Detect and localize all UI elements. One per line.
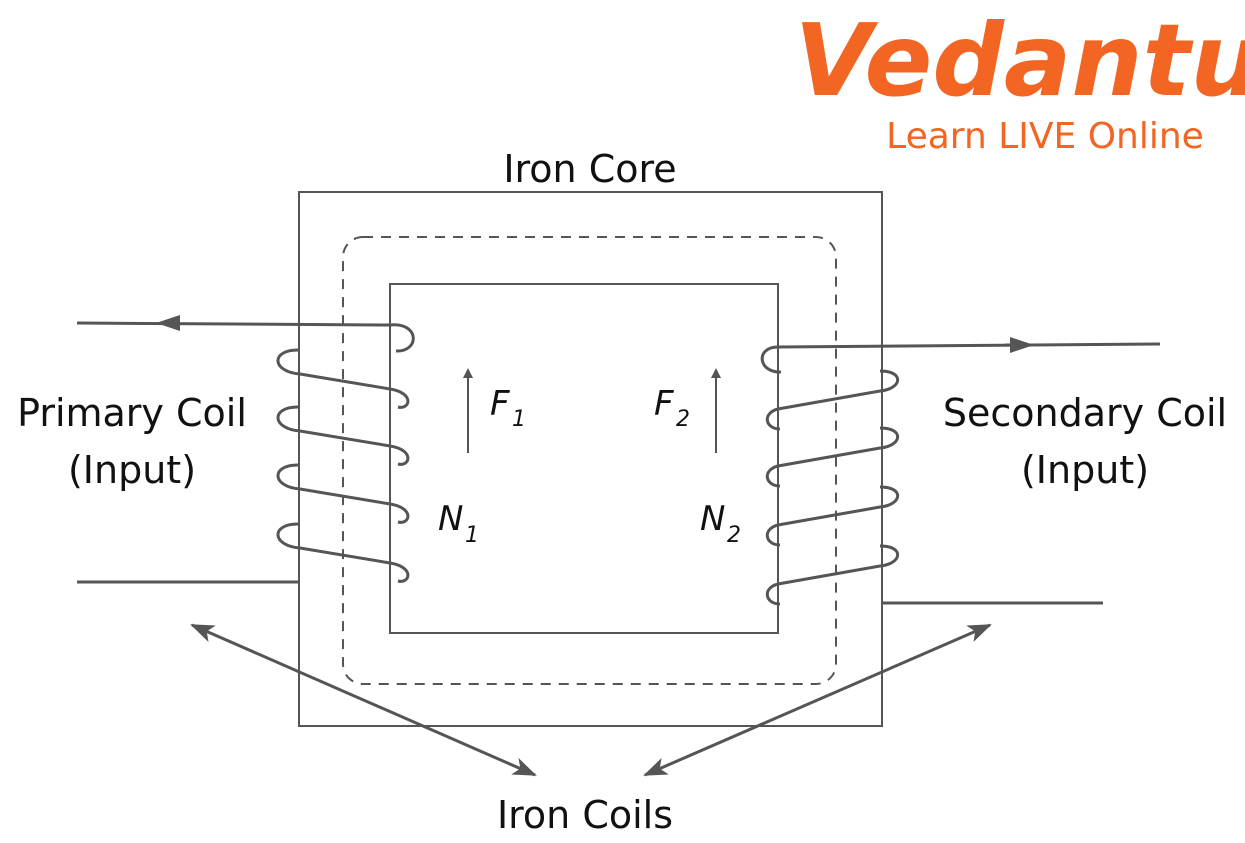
iron-coils-pointer-right [643,623,992,777]
secondary-coil-turn [765,369,900,431]
secondary-coil [765,369,900,606]
vedantu-logo: Vedantu Learn LIVE Online [794,2,1245,157]
primary-coil [276,348,410,583]
secondary-coil-top-hook [760,345,782,374]
label-f2: F [654,384,674,424]
label-n2: N [700,499,725,539]
primary-coil-turn [276,405,410,466]
label-n1-sub: 1 [465,523,479,548]
logo-brand: Vedantu [794,2,1245,119]
label-f2-sub: 2 [676,407,690,432]
primary-coil-turn [276,522,410,583]
iron-core-inner [389,283,779,634]
secondary-coil-turn [765,544,900,606]
iron-coils-pointer-left [190,623,537,777]
secondary-coil-sublabel: (Input) [1021,448,1149,492]
label-f1: F [490,384,510,424]
label-n1: N [438,499,463,539]
secondary-output-wire [777,342,1161,349]
label-n2-sub: 2 [727,523,741,548]
secondary-coil-turn [765,426,900,488]
secondary-coil-label: Secondary Coil [943,391,1227,435]
primary-coil-turn [276,463,410,524]
label-f1-sub: 1 [512,407,526,432]
magnetic-flux-path [342,236,837,685]
iron-core-label: Iron Core [503,147,676,191]
primary-coil-sublabel: (Input) [68,448,196,492]
iron-core-outer [298,191,883,727]
logo-tagline: Learn LIVE Online [886,116,1204,157]
primary-coil-label: Primary Coil [17,391,247,435]
secondary-coil-turn [765,485,900,547]
primary-input-wire [76,321,391,327]
iron-coils-label: Iron Coils [497,793,673,837]
primary-coil-top-hook [389,323,415,353]
primary-coil-turn [276,348,410,409]
